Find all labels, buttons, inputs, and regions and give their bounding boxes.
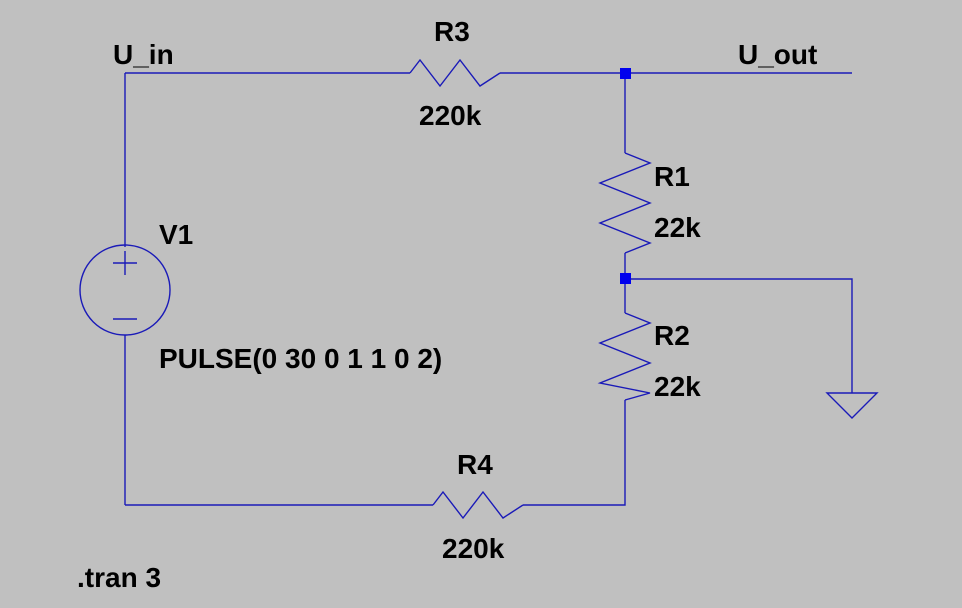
r4-value: 220k (442, 533, 505, 564)
resistor-r3[interactable] (409, 58, 501, 88)
spice-directive[interactable]: .tran 3 (77, 562, 162, 593)
ground-icon[interactable] (825, 392, 879, 419)
r4-name: R4 (457, 449, 493, 480)
r2-value: 22k (654, 371, 701, 402)
resistor-r4[interactable] (432, 490, 524, 520)
net-label-u-in: U_in (113, 39, 174, 70)
wire-bottom-right[interactable] (523, 400, 626, 506)
v1-value: PULSE(0 30 0 1 1 0 2) (159, 343, 443, 374)
junction-output-node[interactable] (620, 68, 631, 79)
r3-name: R3 (434, 16, 470, 47)
v1-name: V1 (159, 219, 194, 250)
resistor-r2[interactable] (597, 312, 652, 401)
r1-name: R1 (654, 161, 690, 192)
junction-middle-node[interactable] (620, 273, 631, 284)
wire-to-ground[interactable] (625, 278, 853, 393)
net-label-u-out: U_out (738, 39, 818, 70)
resistor-r1[interactable] (598, 152, 652, 254)
plus-icon (113, 251, 137, 275)
r3-value: 220k (419, 100, 482, 131)
r2-name: R2 (654, 320, 690, 351)
r1-value: 22k (654, 212, 701, 243)
